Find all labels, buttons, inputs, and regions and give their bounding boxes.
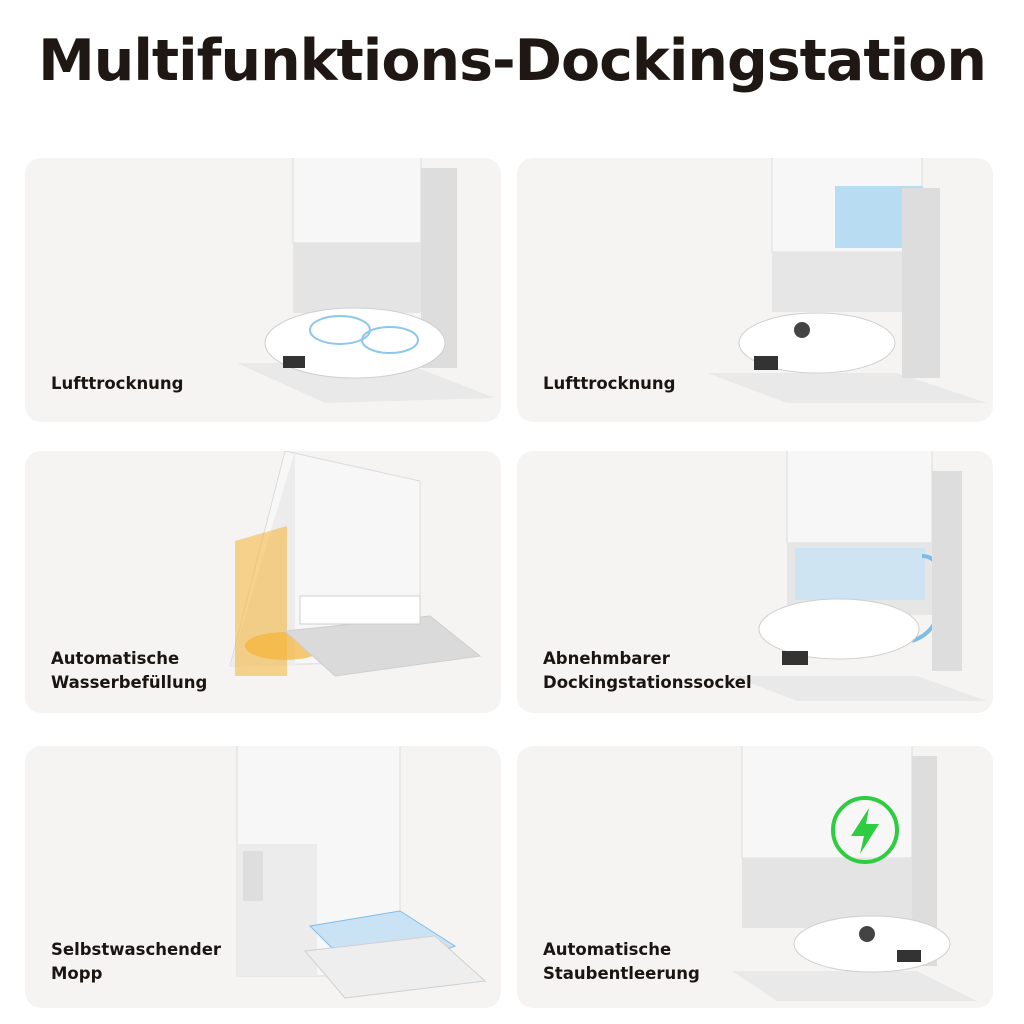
feature-card-water-tank: Lufttrocknung — [517, 158, 993, 422]
feature-label: Automatische Wasserbefüllung — [51, 649, 208, 692]
feature-card-drying: Lufttrocknung — [25, 158, 501, 422]
feature-label: Lufttrocknung — [51, 374, 184, 393]
feature-label: Automatische Staubentleerung — [543, 940, 700, 983]
dock-auto-empty-illustration — [732, 746, 977, 1001]
feature-card-auto-empty: Automatische Staubentleerung — [517, 746, 993, 1008]
feature-label: Abnehmbarer Dockingstationssockel — [543, 649, 752, 692]
feature-label: Selbstwaschender Mopp — [51, 940, 222, 983]
dock-detachable-base-illustration — [732, 451, 987, 701]
dock-water-refill-illustration — [229, 451, 482, 677]
page-title: Multifunktions-Dockingstation — [38, 28, 987, 94]
feature-label: Lufttrocknung — [543, 374, 676, 393]
feature-card-self-washing-mop: Selbstwaschender Mopp — [25, 746, 501, 1008]
dock-drying-illustration — [237, 158, 495, 403]
feature-card-detachable-base: Abnehmbarer Dockingstationssockel — [517, 451, 993, 713]
feature-card-water-refill: Automatische Wasserbefüllung — [25, 451, 501, 713]
dock-water-tank-illustration — [707, 158, 987, 403]
dock-self-washing-mop-illustration — [236, 746, 487, 999]
